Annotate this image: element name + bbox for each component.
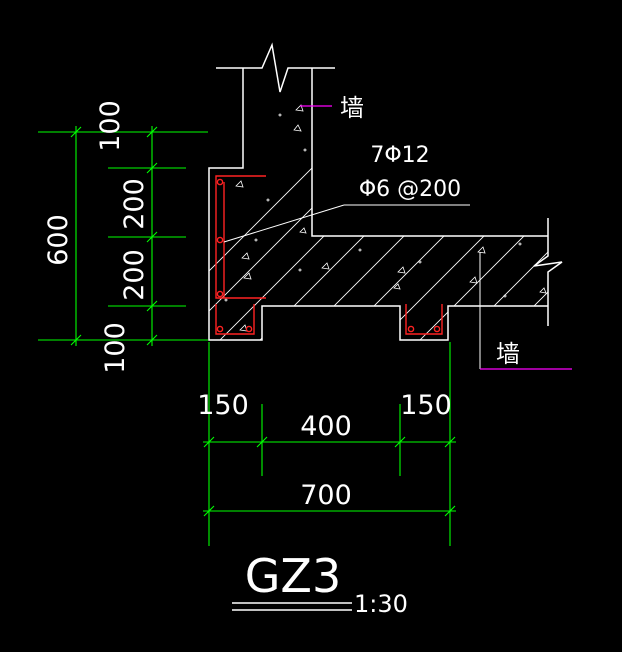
rebar-bar	[245, 325, 253, 333]
rebar-leader	[223, 204, 345, 243]
dim-vertical-seg-2: 200	[119, 178, 150, 230]
column-stirrup	[215, 175, 266, 299]
section-outline	[208, 68, 548, 341]
dimension-labels: 600 100 200 200 100 150 400 150 700	[43, 100, 452, 511]
top-break-line	[216, 42, 335, 93]
dim-horizontal-seg-2: 400	[300, 411, 352, 442]
dim-vertical-seg-1: 100	[95, 100, 126, 152]
stub-stirrup-left	[215, 304, 255, 335]
rebar-main-label: 7Φ12	[370, 143, 429, 168]
dim-horizontal-total: 700	[300, 480, 352, 511]
right-break-line	[533, 218, 563, 326]
rebar-stirrup-label: Φ6 @200	[359, 177, 461, 202]
dim-vertical-seg-3: 200	[119, 249, 150, 301]
rebar-bar	[216, 290, 224, 298]
dim-vertical-seg-4: 100	[100, 322, 131, 374]
rebar-bar	[433, 325, 441, 333]
title-block: GZ3 1:30	[232, 549, 408, 618]
rebar-bar	[216, 236, 224, 244]
rebar-bar	[407, 325, 415, 333]
horizontal-dimensions	[203, 342, 456, 546]
rebar-bar	[216, 178, 224, 186]
annotation-leaders	[223, 105, 572, 370]
concrete-aggregate	[224, 104, 547, 332]
vertical-dimensions	[38, 126, 208, 346]
dim-horizontal-seg-1: 150	[197, 390, 249, 421]
wall-label-lower: 墙	[496, 340, 520, 368]
dim-vertical-total: 600	[43, 214, 74, 266]
rebar-bar	[216, 325, 224, 333]
stub-stirrup-right	[405, 304, 443, 335]
rebar-group	[215, 175, 443, 335]
drawing-scale: 1:30	[354, 590, 408, 618]
dim-horizontal-seg-3: 150	[400, 390, 452, 421]
drawing-title: GZ3	[245, 549, 341, 603]
wall-label-upper: 墙	[340, 94, 364, 122]
annotation-labels: 7Φ12 Φ6 @200 墙 墙	[340, 94, 520, 368]
